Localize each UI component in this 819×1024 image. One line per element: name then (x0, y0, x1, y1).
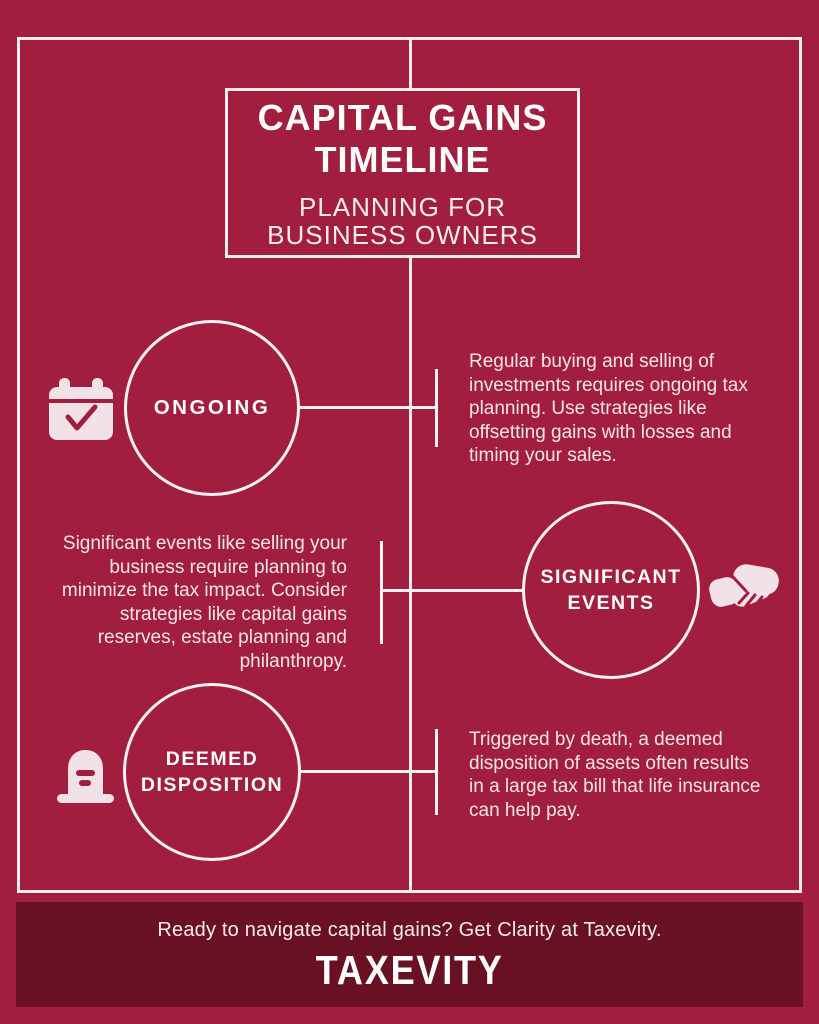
deemed-disposition-label-line-2: DISPOSITION (140, 774, 284, 796)
ongoing-circle: ONGOING (124, 320, 300, 496)
timeline-axis (409, 37, 412, 893)
significant-events-label-line-2: EVENTS (567, 592, 655, 614)
deemed-disposition-connector-line (300, 770, 437, 773)
significant-events-timeline-tick (380, 541, 383, 644)
significant-events-circle: SIGNIFICANT EVENTS (522, 501, 700, 679)
deemed-disposition-circle: DEEMED DISPOSITION (123, 683, 301, 861)
page-title-line-1: CAPITAL GAINS (257, 97, 548, 138)
footer-band: Ready to navigate capital gains? Get Cla… (16, 902, 803, 1007)
handshake-icon (706, 560, 782, 616)
ongoing-timeline-tick (435, 369, 438, 447)
deemed-disposition-label-line-1: DEEMED (165, 748, 259, 770)
deemed-disposition-timeline-tick (435, 729, 438, 815)
ongoing-description: Regular buying and selling of investment… (469, 351, 748, 466)
deemed-disposition-label: DEEMED DISPOSITION (141, 746, 283, 798)
page-subtitle-line-1: PLANNING FOR (298, 192, 507, 222)
significant-events-description: Significant events like selling your bus… (61, 533, 347, 672)
page-title-line-2: TIMELINE (314, 139, 491, 180)
page-subtitle-line-2: BUSINESS OWNERS (267, 220, 538, 250)
page-title: CAPITAL GAINS TIMELINE (258, 97, 548, 181)
ongoing-label: ONGOING (153, 396, 271, 419)
footer-cta-text: Ready to navigate capital gains? Get Cla… (157, 919, 662, 941)
significant-events-label-line-1: SIGNIFICANT (540, 566, 682, 588)
ongoing-connector-line (298, 406, 437, 409)
calendar-check-icon (47, 377, 115, 442)
brand-logo: TAXEVITY (315, 947, 504, 993)
deemed-disposition-description: Triggered by death, a deemed disposition… (469, 729, 761, 821)
tombstone-icon (54, 744, 118, 806)
title-box: CAPITAL GAINS TIMELINE PLANNING FOR BUSI… (225, 88, 580, 258)
page-subtitle: PLANNING FOR BUSINESS OWNERS (267, 193, 538, 249)
significant-events-connector-line (382, 589, 523, 592)
significant-events-label: SIGNIFICANT EVENTS (540, 564, 681, 616)
